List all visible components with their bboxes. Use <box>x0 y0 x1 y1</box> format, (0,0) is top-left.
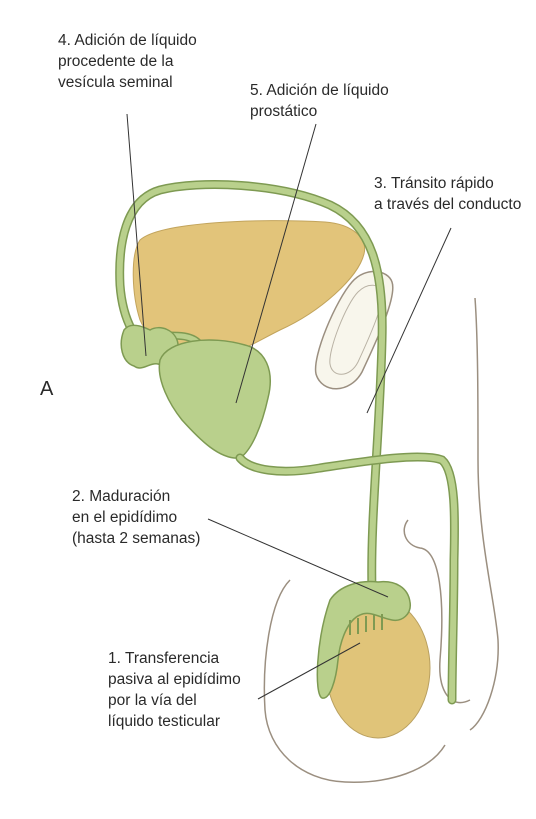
prostate <box>159 340 270 458</box>
label-step3: 3. Tránsito rápido a través del conducto <box>374 173 521 215</box>
label-step3-line1: 3. Tránsito rápido <box>374 173 521 194</box>
label-step4-line1: 4. Adición de líquido <box>58 30 197 51</box>
label-step2-line2: en el epidídimo <box>72 507 200 528</box>
label-step2: 2. Maduración en el epidídimo (hasta 2 s… <box>72 486 200 549</box>
label-step5-line2: prostático <box>250 101 389 122</box>
panel-letter: A <box>40 378 53 401</box>
label-step4-line3: vesícula seminal <box>58 72 197 93</box>
label-step1: 1. Transferencia pasiva al epidídimo por… <box>108 648 241 732</box>
label-step4: 4. Adición de líquido procedente de la v… <box>58 30 197 93</box>
label-step4-line2: procedente de la <box>58 51 197 72</box>
body-outline <box>470 298 498 730</box>
label-step1-line2: pasiva al epidídimo <box>108 669 241 690</box>
label-step5-line1: 5. Adición de líquido <box>250 80 389 101</box>
leader-step2 <box>208 519 388 597</box>
label-step1-line1: 1. Transferencia <box>108 648 241 669</box>
label-step5: 5. Adición de líquido prostático <box>250 80 389 122</box>
label-step1-line4: líquido testicular <box>108 711 241 732</box>
label-step2-line3: (hasta 2 semanas) <box>72 528 200 549</box>
label-step3-line2: a través del conducto <box>374 194 521 215</box>
label-step2-line1: 2. Maduración <box>72 486 200 507</box>
label-step1-line3: por la vía del <box>108 690 241 711</box>
